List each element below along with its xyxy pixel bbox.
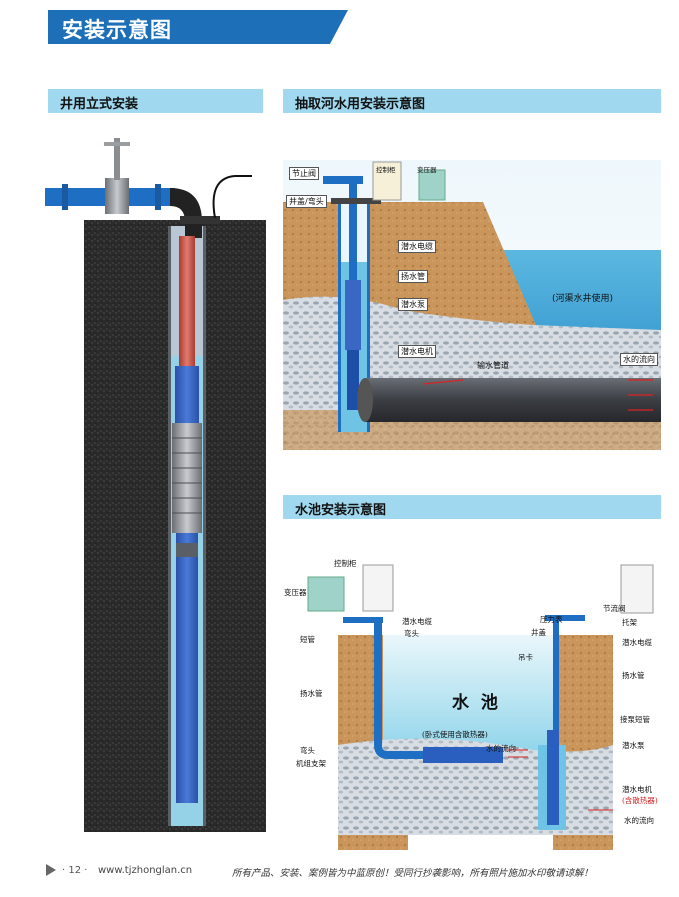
pool-label-short-pipe-left: 短管 bbox=[300, 635, 315, 644]
pool-label-heat-sink: (含散热器) bbox=[622, 796, 658, 805]
pool-label-connect-short-pipe: 接泵短管 bbox=[620, 715, 650, 724]
section-bar-river bbox=[283, 89, 661, 113]
header-banner bbox=[48, 10, 348, 44]
section-title-pool: 水池安装示意图 bbox=[295, 503, 387, 518]
section-bar-pool bbox=[283, 495, 661, 519]
pool-label-riser-left: 扬水管 bbox=[300, 689, 323, 698]
pool-label-horizontal-note: (卧式使用含散热器) bbox=[422, 730, 488, 739]
footer-note: 所有产品、安装、案例皆为中蓝原创！受同行抄袭影响，所有照片施加水印敬请谅解！ bbox=[232, 868, 594, 879]
pool-label-pressure-gauge: 压力表 bbox=[540, 615, 563, 624]
pool-install-illustration bbox=[283, 555, 661, 850]
pool-label-riser-right: 扬水管 bbox=[622, 671, 645, 680]
pool-label-bracket: 托架 bbox=[622, 618, 637, 627]
footer-url: www.tjzhonglan.cn bbox=[98, 865, 193, 876]
pool-label-throttle-valve: 节流阀 bbox=[603, 604, 626, 613]
pool-label-motor: 潜水电机 bbox=[622, 785, 652, 794]
river-label-cable: 潜水电缆 bbox=[398, 240, 436, 253]
section-title-river: 抽取河水用安装示意图 bbox=[295, 97, 426, 112]
pool-label-control-cabinet: 控制柜 bbox=[334, 559, 357, 568]
river-label-inlet-pipe: 输水管道 bbox=[477, 361, 509, 370]
pool-label-cable-left: 潜水电缆 bbox=[402, 617, 432, 626]
pool-label-flow-left: 水的流向 bbox=[486, 744, 516, 753]
page-number: · 12 · bbox=[62, 865, 88, 876]
pool-label-elbow-bottom: 弯头 bbox=[300, 746, 315, 755]
river-label-well-cover: 井盖/弯头 bbox=[286, 195, 327, 208]
page-title: 安装示意图 bbox=[62, 18, 172, 42]
pool-name: 水 池 bbox=[452, 693, 498, 713]
footer-arrow-icon bbox=[46, 864, 56, 876]
pool-label-pump: 潜水泵 bbox=[622, 741, 645, 750]
pool-label-base-bracket: 机组支架 bbox=[296, 759, 326, 768]
river-install-illustration bbox=[283, 160, 661, 450]
section-bar-well bbox=[48, 89, 263, 113]
pool-label-flow-right: 水的流向 bbox=[624, 816, 654, 825]
river-label-transformer: 变压器 bbox=[417, 166, 437, 174]
river-label-usage-note: (河渠水井使用) bbox=[552, 294, 614, 304]
river-label-throttle-valve: 节止阀 bbox=[289, 167, 319, 180]
pool-label-transformer: 变压器 bbox=[284, 588, 307, 597]
river-label-riser-pipe: 扬水管 bbox=[398, 270, 428, 283]
pool-label-cable-right: 潜水电缆 bbox=[622, 638, 652, 647]
river-label-control-cabinet: 控制柜 bbox=[376, 166, 396, 174]
river-label-pump: 潜水泵 bbox=[398, 298, 428, 311]
pool-label-clamp: 吊卡 bbox=[518, 653, 533, 662]
pool-label-well-cover: 井盖 bbox=[531, 628, 546, 637]
well-install-illustration bbox=[45, 138, 266, 832]
river-label-flow-direction: 水的流向 bbox=[620, 353, 658, 366]
section-title-well: 井用立式安装 bbox=[60, 97, 139, 112]
river-label-motor: 潜水电机 bbox=[398, 345, 436, 358]
pool-label-elbow-top: 弯头 bbox=[404, 629, 419, 638]
